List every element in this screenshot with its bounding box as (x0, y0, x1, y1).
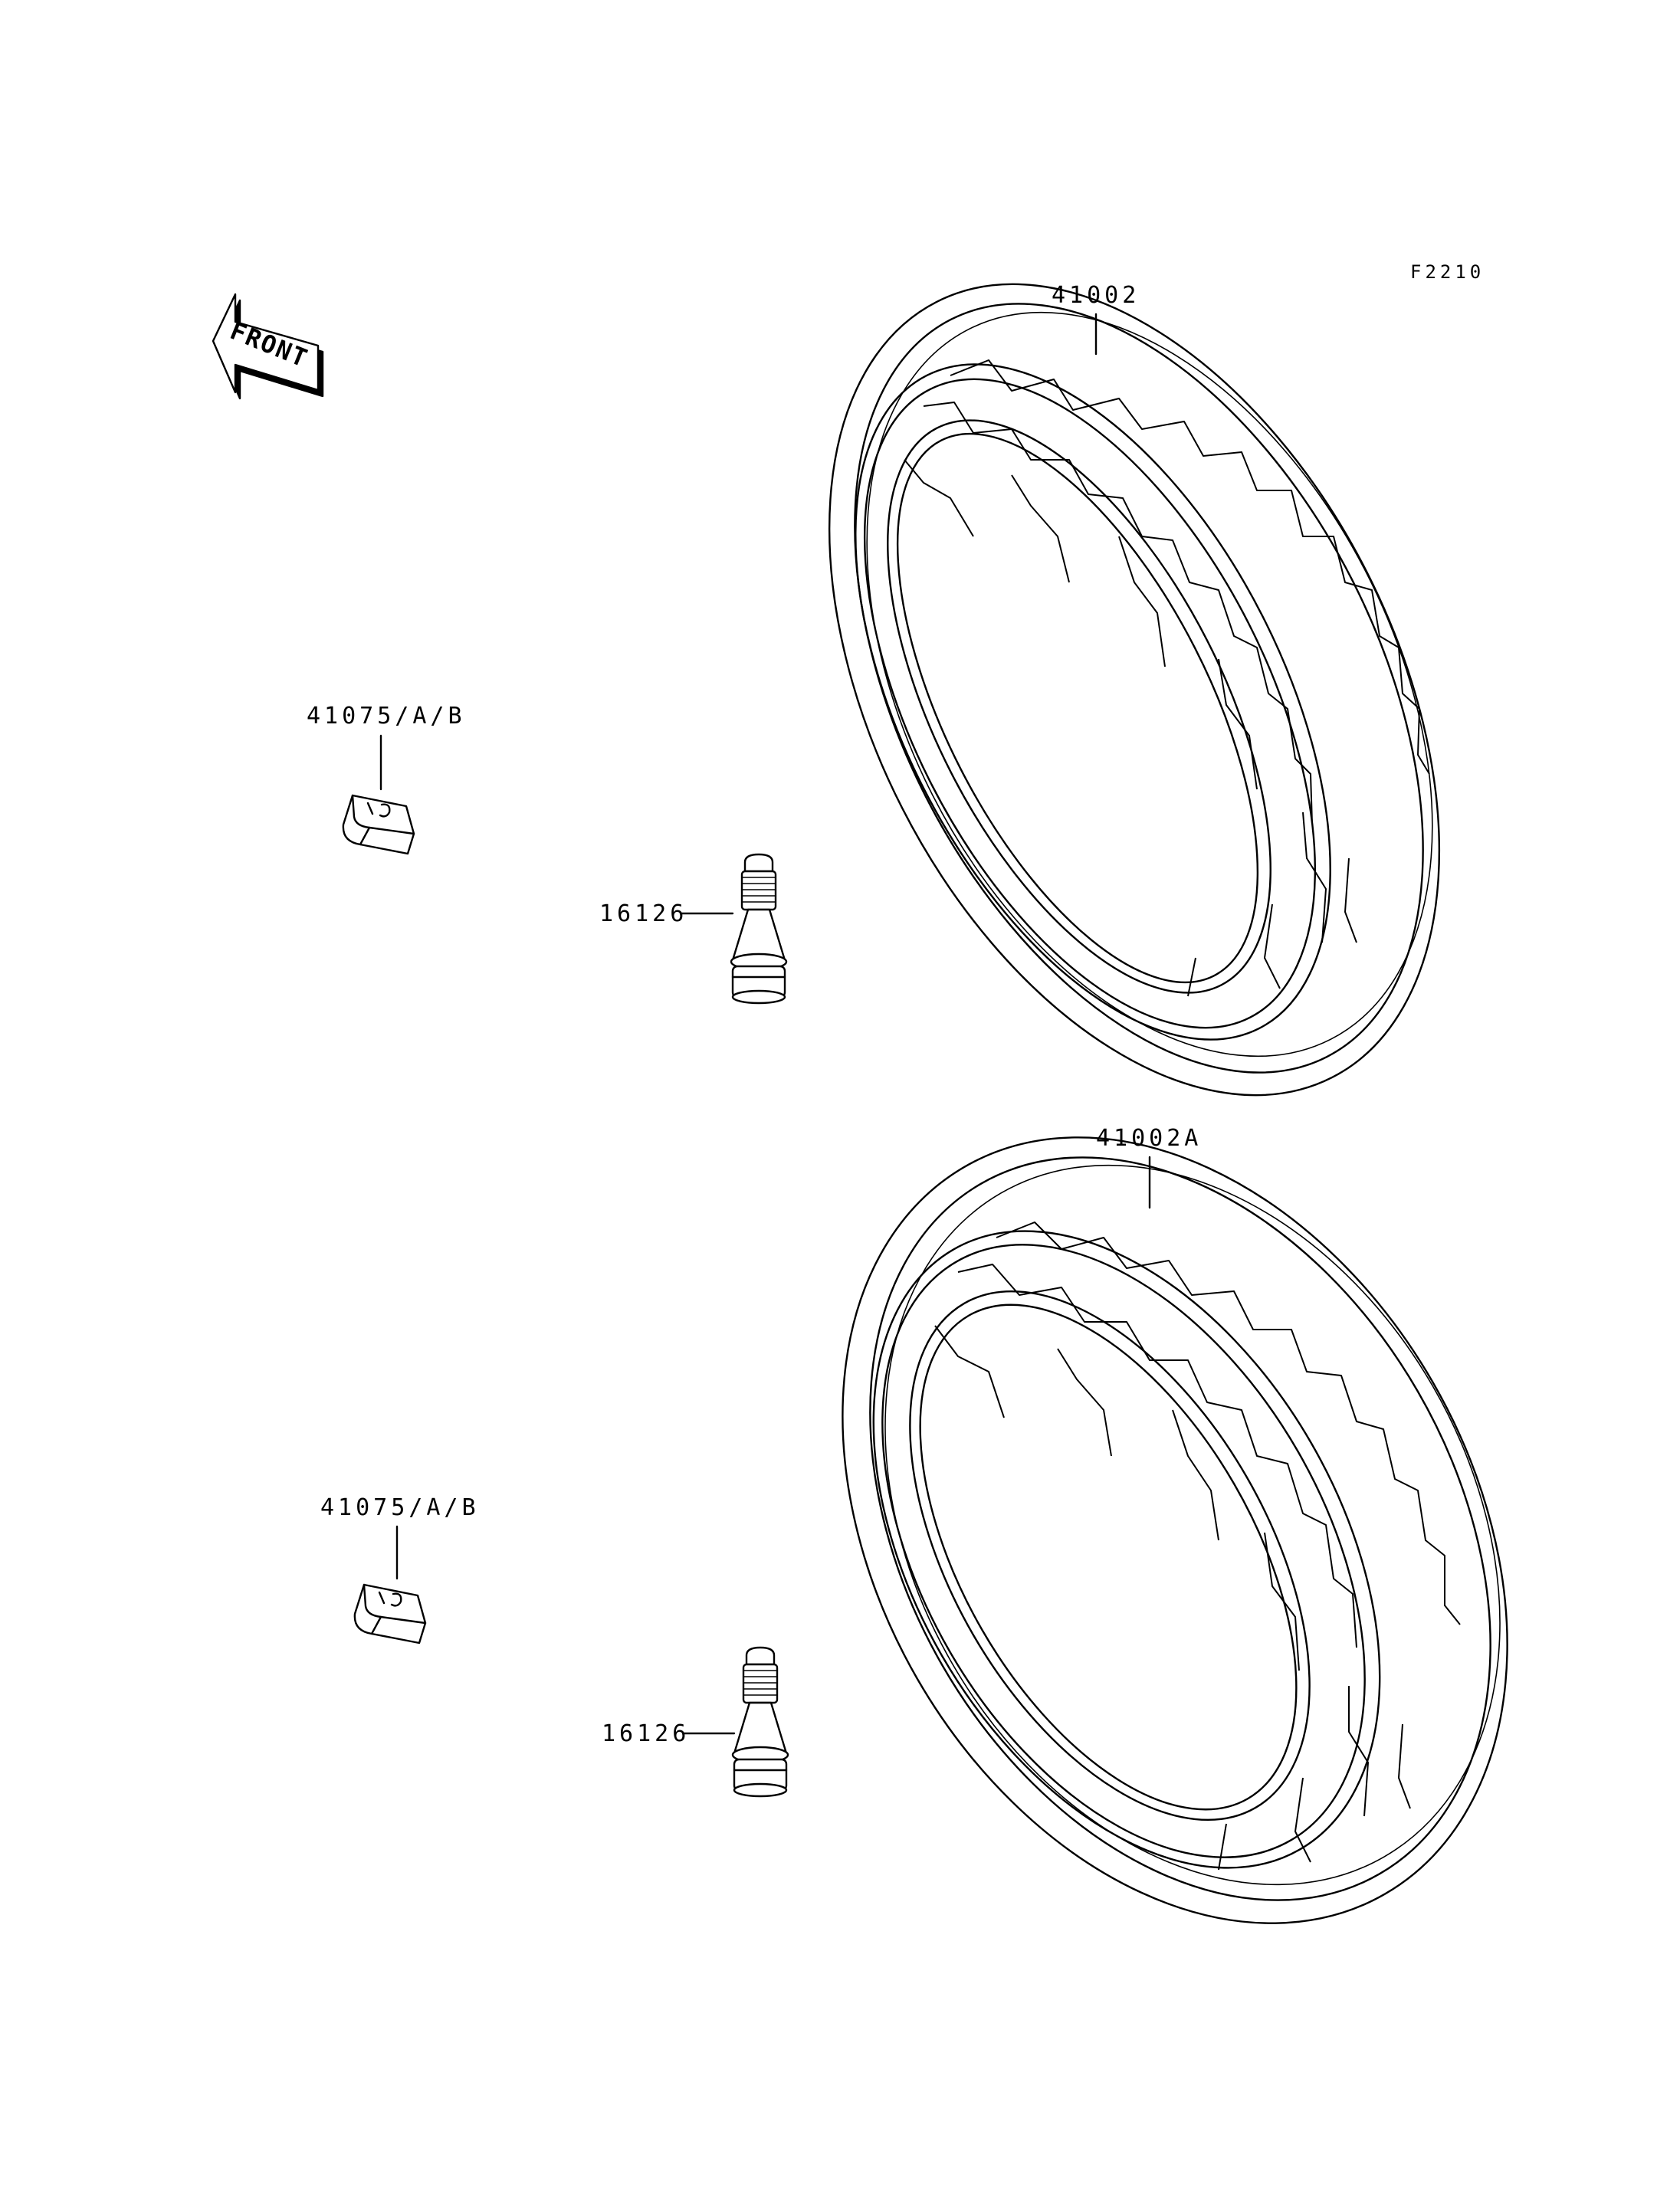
callout-tire-front: 41002 (1052, 282, 1140, 356)
part-label-16126-upper: 16126 (599, 900, 687, 927)
part-label-41075-lower: 41075/A/B (320, 1494, 480, 1521)
balance-weight-lower: 41075/A/B (320, 1494, 480, 1644)
part-label-41002: 41002 (1052, 282, 1140, 309)
tire-front (828, 283, 1441, 1097)
callout-tire-rear: 41002A (1096, 1125, 1202, 1209)
part-label-16126-lower: 16126 (602, 1720, 690, 1747)
part-label-41075-upper: 41075/A/B (307, 703, 466, 730)
front-arrow-icon: FRONT (212, 293, 324, 400)
valve-stem-lower: 16126 (602, 1646, 789, 1798)
tire-rear (842, 1136, 1508, 1924)
part-label-41002A: 41002A (1096, 1125, 1202, 1152)
balance-weight-upper: 41075/A/B (307, 703, 466, 855)
figure-code: F2210 (1410, 261, 1485, 283)
valve-stem-upper: 16126 (599, 853, 788, 1005)
